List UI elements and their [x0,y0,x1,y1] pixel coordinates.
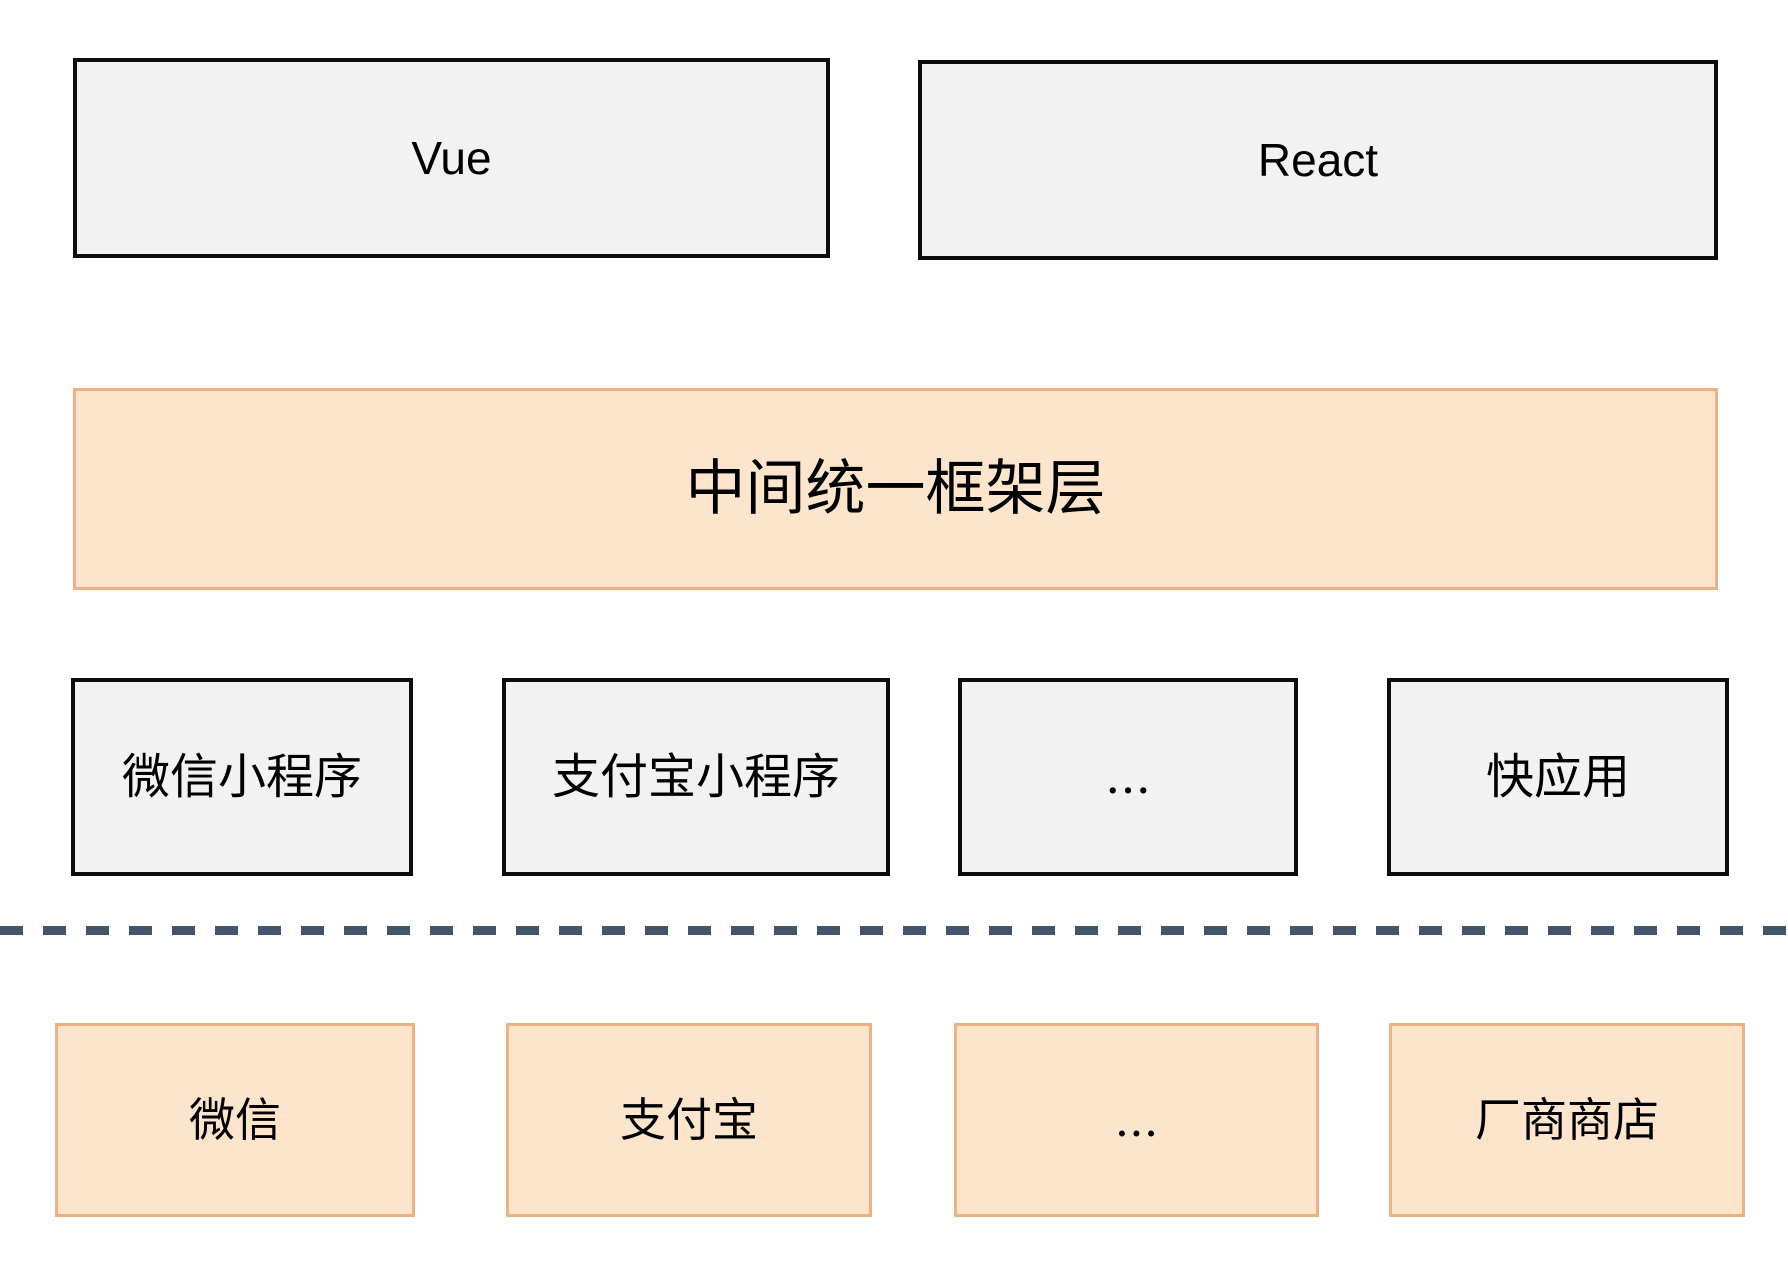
host-box-alipay-label: 支付宝 [620,1092,758,1147]
framework-box-react: React [918,60,1718,260]
host-box-alipay: 支付宝 [506,1023,872,1217]
platform-box-quickapp: 快应用 [1387,678,1729,876]
host-box-vendor-store: 厂商商店 [1389,1023,1745,1217]
host-box-ellipsis: ... [954,1023,1319,1217]
platform-box-alipay-miniprogram-label: 支付宝小程序 [551,748,840,805]
middle-layer-box: 中间统一框架层 [73,388,1718,590]
platform-box-quickapp-label: 快应用 [1485,748,1630,805]
host-box-wechat: 微信 [55,1023,415,1217]
dashed-divider-line [0,926,1788,935]
platform-box-ellipsis-label: ... [1105,748,1151,805]
host-box-wechat-label: 微信 [189,1092,281,1147]
platform-box-wechat-miniprogram: 微信小程序 [71,678,413,876]
framework-box-vue-label: Vue [411,131,492,184]
platform-box-alipay-miniprogram: 支付宝小程序 [502,678,890,876]
platform-box-ellipsis: ... [958,678,1298,876]
middle-layer-label: 中间统一框架层 [685,454,1106,524]
platform-box-wechat-miniprogram-label: 微信小程序 [121,748,362,805]
framework-box-vue: Vue [73,58,830,258]
host-box-vendor-store-label: 厂商商店 [1475,1092,1659,1147]
host-box-ellipsis-label: ... [1114,1092,1159,1147]
framework-box-react-label: React [1257,133,1379,186]
